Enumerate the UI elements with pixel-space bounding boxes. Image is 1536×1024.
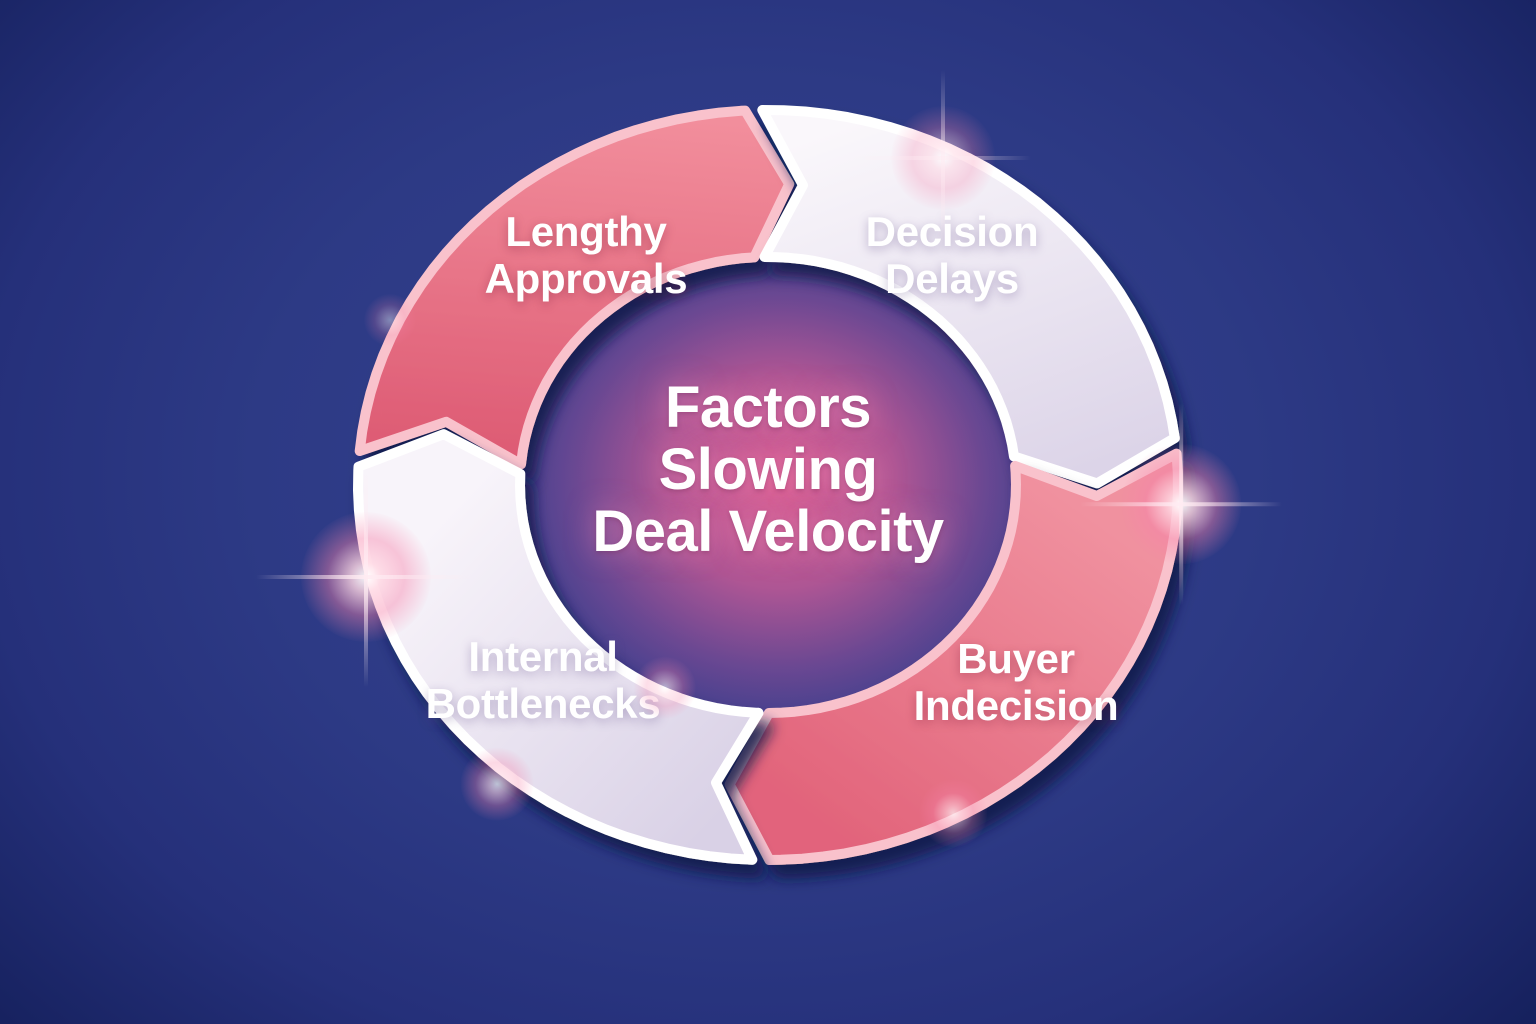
center-title-line: Factors — [664, 374, 872, 440]
segment-label-line: Lengthy — [505, 207, 667, 255]
segment-arrow-buyer-indecision — [724, 448, 1183, 865]
center-title-line: Deal Velocity — [592, 499, 944, 565]
segment-label-line: Buyer — [957, 634, 1075, 682]
center-title: Factors Slowing Deal Velocity — [592, 374, 944, 565]
segment-label-line: Indecision — [913, 682, 1119, 729]
segment-label-internal-bottlenecks: Internal Bottlenecks — [426, 633, 661, 727]
center-title-line: Slowing — [658, 436, 878, 502]
segment-label-lengthy-approvals: Lengthy Approvals — [485, 208, 688, 302]
segment-label-line: Bottlenecks — [425, 680, 661, 727]
segment-label-line: Decision — [865, 207, 1039, 255]
segment-label-line: Delays — [885, 255, 1019, 302]
segment-label-buyer-indecision: Buyer Indecision — [914, 635, 1119, 729]
segment-label-line: Approvals — [484, 255, 688, 302]
segment-label-line: Internal — [468, 632, 618, 680]
segment-label-decision-delays: Decision Delays — [866, 208, 1039, 302]
segment-arrow-lengthy-approvals — [354, 105, 795, 470]
